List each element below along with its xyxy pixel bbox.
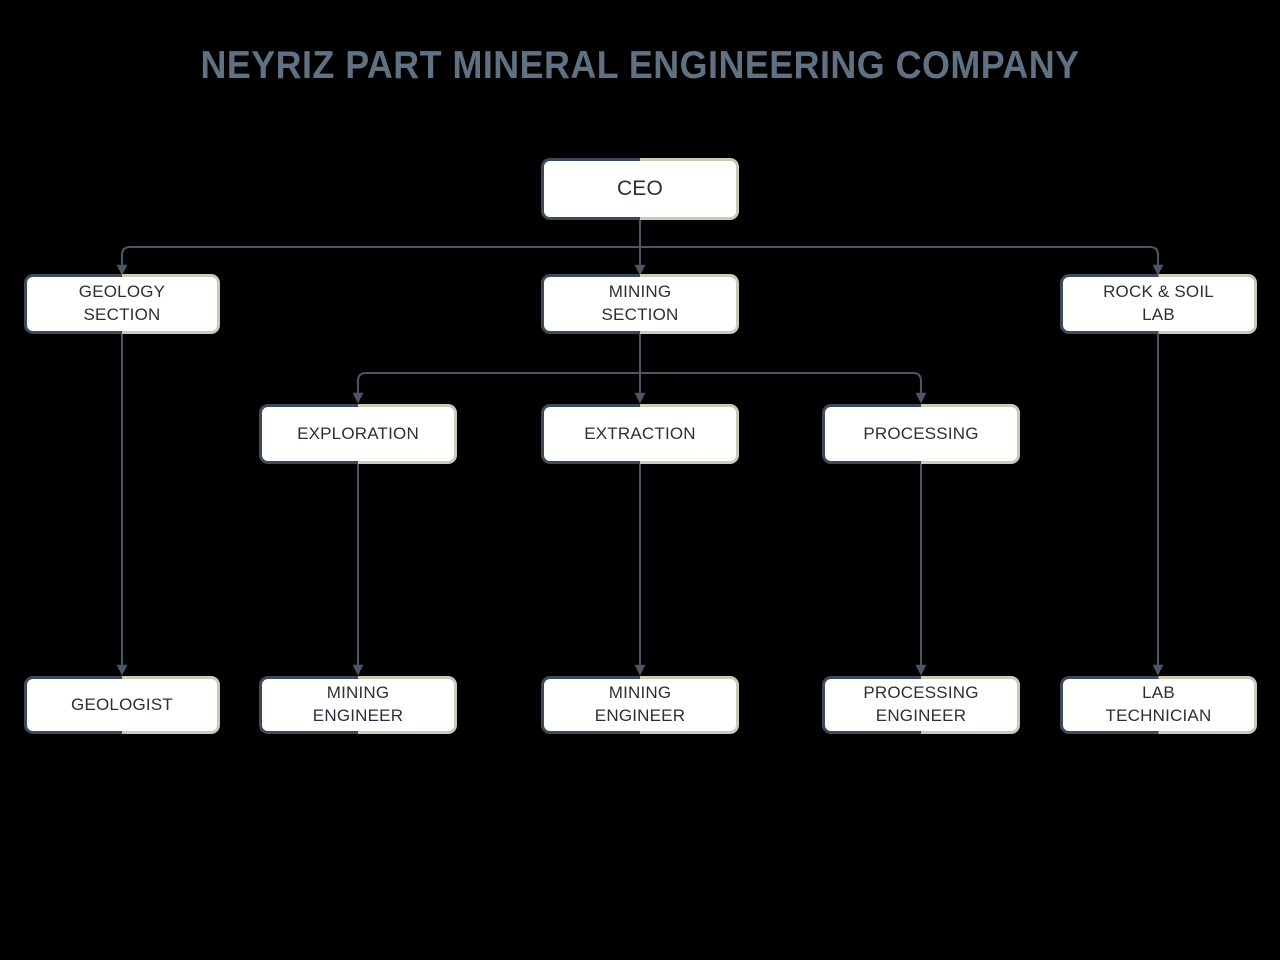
node-lab-technician[interactable]: LAB TECHNICIAN — [1060, 676, 1257, 734]
node-mining-engineer-extraction-label: MINING ENGINEER — [594, 683, 686, 725]
node-rock-soil-lab-label: ROCK & SOIL LAB — [1103, 282, 1214, 324]
node-exploration[interactable]: EXPLORATION — [259, 404, 457, 464]
node-lab-technician-label: LAB TECHNICIAN — [1105, 683, 1212, 725]
node-ceo-label: CEO — [616, 176, 664, 200]
node-geology-section[interactable]: GEOLOGY SECTION — [24, 274, 220, 334]
edge-mining-section-bus — [356, 371, 923, 394]
node-geologist-label: GEOLOGIST — [71, 694, 173, 714]
node-geologist[interactable]: GEOLOGIST — [24, 676, 220, 734]
edge-ceo-bus — [120, 245, 1160, 268]
page-title: NEYRIZ PART MINERAL ENGINEERING COMPANY — [200, 44, 1080, 87]
node-exploration-label: EXPLORATION — [297, 423, 419, 443]
node-mining-engineer-exploration[interactable]: MINING ENGINEER — [259, 676, 457, 734]
node-mining-section[interactable]: MINING SECTION — [541, 274, 739, 334]
node-extraction[interactable]: EXTRACTION — [541, 404, 739, 464]
node-processing-engineer[interactable]: PROCESSING ENGINEER — [822, 676, 1020, 734]
node-mining-section-label: MINING SECTION — [601, 282, 679, 324]
node-processing-label: PROCESSING — [863, 423, 979, 443]
node-mining-engineer-exploration-label: MINING ENGINEER — [312, 683, 404, 725]
node-geology-section-label: GEOLOGY SECTION — [78, 282, 166, 324]
node-extraction-label: EXTRACTION — [584, 423, 696, 443]
node-processing[interactable]: PROCESSING — [822, 404, 1020, 464]
node-ceo[interactable]: CEO — [541, 158, 739, 220]
node-processing-engineer-label: PROCESSING ENGINEER — [863, 683, 979, 725]
node-rock-soil-lab[interactable]: ROCK & SOIL LAB — [1060, 274, 1257, 334]
node-mining-engineer-extraction[interactable]: MINING ENGINEER — [541, 676, 739, 734]
